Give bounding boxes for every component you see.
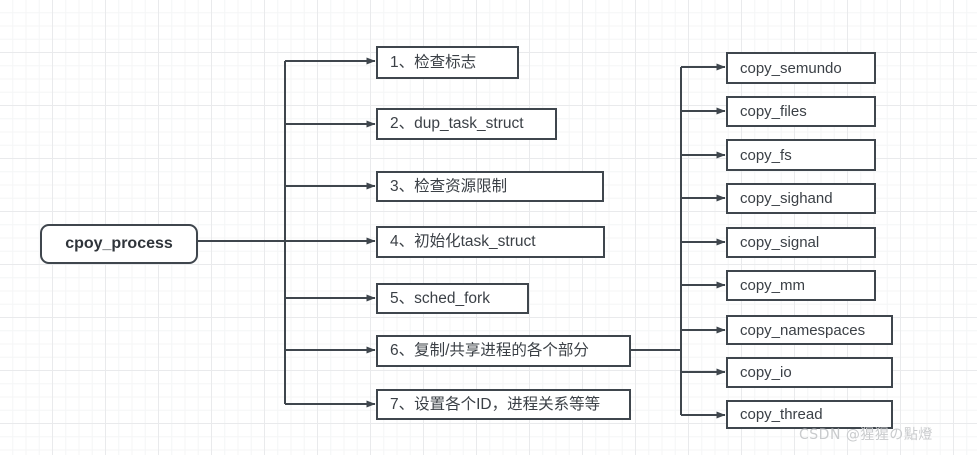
node-copy-2[interactable]: copy_files — [726, 96, 876, 127]
node-copy-9[interactable]: copy_thread — [726, 400, 893, 429]
watermark: CSDN @猩猩の點燈 — [799, 427, 933, 443]
node-copy-7[interactable]: copy_namespaces — [726, 315, 893, 345]
node-step-3[interactable]: 3、检查资源限制 — [376, 171, 604, 202]
node-step-1[interactable]: 1、检查标志 — [376, 46, 519, 79]
node-root-cpoy-process[interactable]: cpoy_process — [40, 224, 198, 264]
node-copy-4-label: copy_sighand — [740, 190, 833, 207]
node-step-2-label: 2、dup_task_struct — [390, 115, 524, 133]
node-root-label: cpoy_process — [65, 235, 173, 252]
node-step-6[interactable]: 6、复制/共享进程的各个部分 — [376, 335, 631, 367]
node-copy-7-label: copy_namespaces — [740, 321, 866, 339]
node-copy-1-label: copy_semundo — [740, 59, 842, 77]
node-step-5[interactable]: 5、sched_fork — [376, 283, 529, 314]
node-step-2[interactable]: 2、dup_task_struct — [376, 108, 557, 140]
node-copy-3-label: copy_fs — [740, 146, 792, 164]
node-step-7[interactable]: 7、设置各个ID，进程关系等等 — [376, 389, 631, 420]
node-step-3-label: 3、检查资源限制 — [390, 177, 508, 195]
node-copy-4[interactable]: copy_sighand — [726, 183, 876, 214]
node-copy-3[interactable]: copy_fs — [726, 139, 876, 171]
node-copy-8[interactable]: copy_io — [726, 357, 893, 388]
node-step-1-label: 1、检查标志 — [390, 53, 477, 71]
node-copy-9-label: copy_thread — [740, 406, 823, 423]
node-step-4-label: 4、初始化task_struct — [390, 233, 536, 251]
node-copy-5-label: copy_signal — [740, 234, 820, 251]
node-step-6-label: 6、复制/共享进程的各个部分 — [390, 342, 589, 360]
node-copy-6[interactable]: copy_mm — [726, 270, 876, 301]
node-copy-2-label: copy_files — [740, 103, 807, 120]
node-copy-5[interactable]: copy_signal — [726, 227, 876, 258]
node-copy-6-label: copy_mm — [740, 277, 806, 294]
node-step-4[interactable]: 4、初始化task_struct — [376, 226, 605, 258]
node-copy-8-label: copy_io — [740, 364, 792, 381]
node-step-5-label: 5、sched_fork — [390, 289, 490, 307]
node-step-7-label: 7、设置各个ID，进程关系等等 — [390, 395, 601, 413]
node-copy-1[interactable]: copy_semundo — [726, 52, 876, 84]
